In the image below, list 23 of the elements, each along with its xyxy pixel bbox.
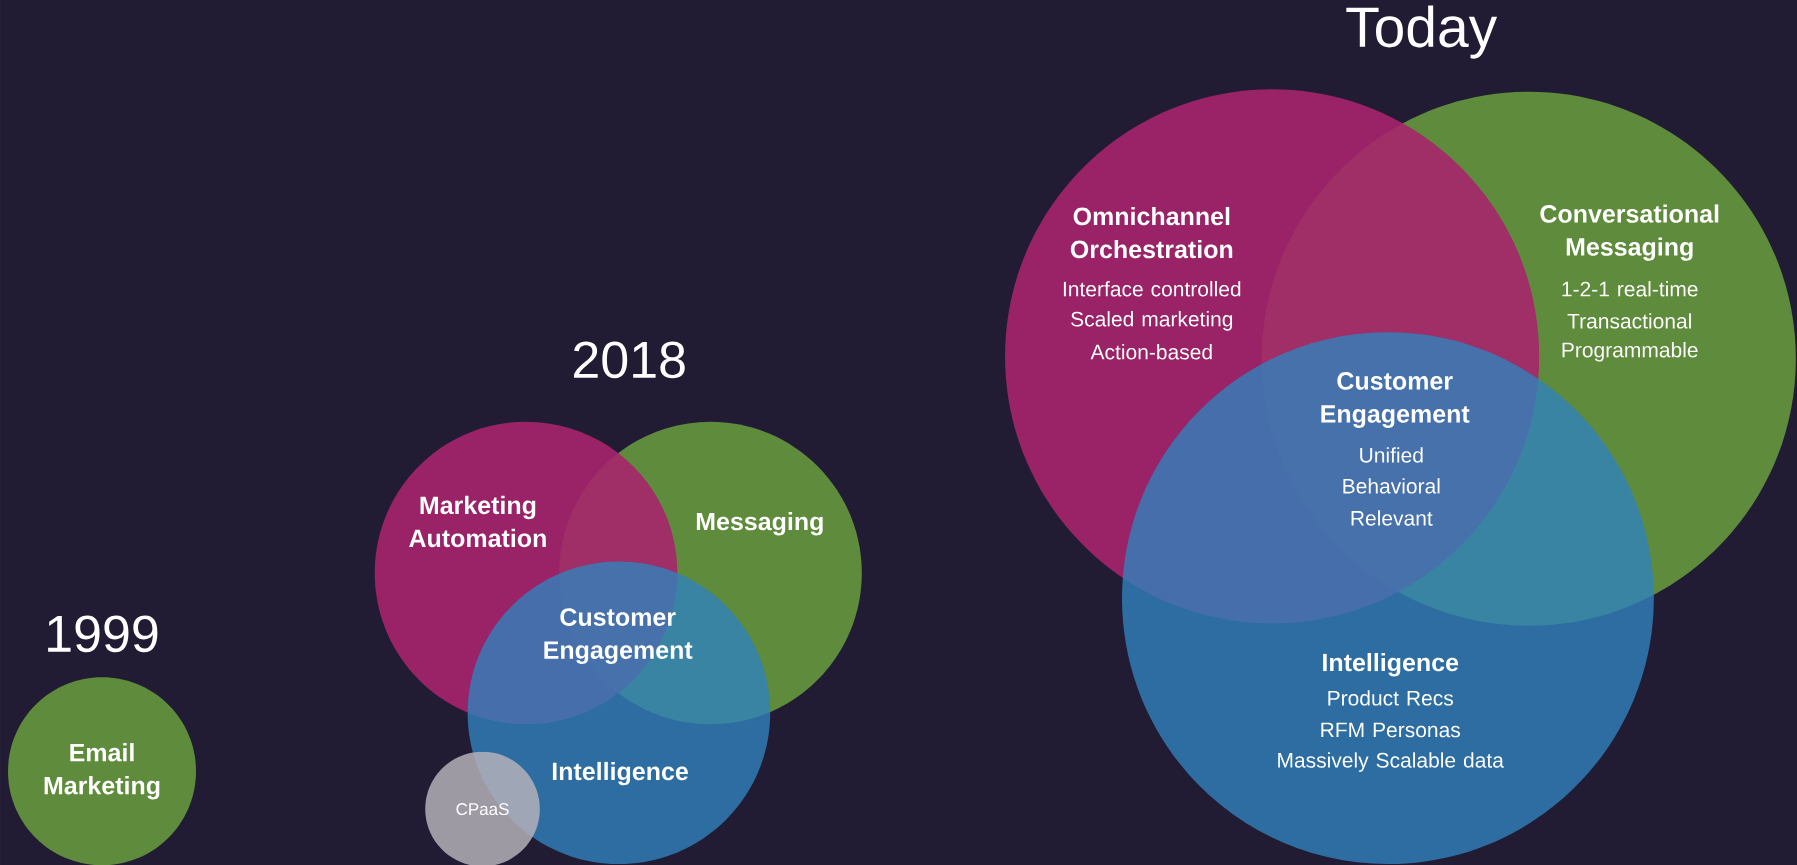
circle-text: 1-2-1 real-time	[1562, 281, 1698, 297]
circle-text: Transactional	[1567, 313, 1691, 329]
circle-heading: Marketing Automation	[409, 495, 546, 548]
overlap-text: Behavioral	[1343, 478, 1440, 494]
circle-heading: Intelligence	[1323, 653, 1459, 677]
circle-heading: Conversational Messaging	[1540, 204, 1719, 261]
year-label: 2018	[574, 341, 685, 379]
circle-text: Programmable	[1562, 342, 1698, 362]
overlap-text: Unified	[1360, 447, 1423, 463]
overlap-heading: Customer Engagement	[1321, 372, 1470, 428]
circle-heading: Email Marketing	[44, 743, 160, 800]
circle-heading: Omnichannel Orchestration	[1070, 206, 1233, 259]
circle-text: Interface controlled	[1063, 281, 1241, 297]
circle-text: Massively Scalable data	[1278, 752, 1504, 772]
circle-heading: Intelligence	[552, 761, 688, 786]
circle-text: Product Recs	[1328, 690, 1453, 706]
circle-text: Action-based	[1090, 344, 1212, 360]
circle-text: RFM Personas	[1321, 722, 1460, 738]
year-label: Today	[1346, 5, 1498, 59]
overlap-text: Relevant	[1351, 510, 1433, 526]
circle-text: Scaled marketing	[1071, 311, 1233, 331]
circle-heading: Messaging	[696, 512, 823, 536]
circle-label: CPaaS	[456, 803, 509, 816]
